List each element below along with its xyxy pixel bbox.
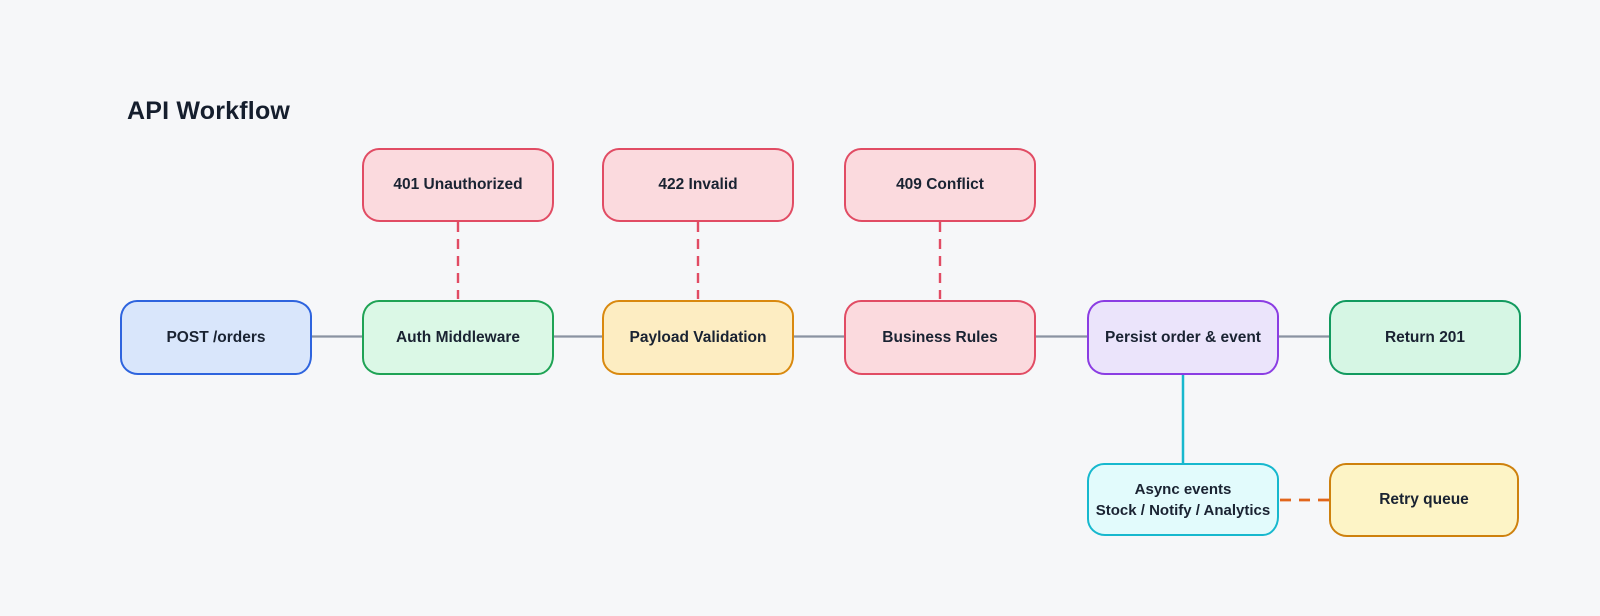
node-label: Return 201 (1384, 328, 1466, 346)
node-error-401-unauthorized[interactable]: 401 Unauthorized (362, 148, 554, 222)
node-retry-queue[interactable]: Retry queue (1329, 463, 1519, 537)
node-label: POST /orders (166, 328, 266, 346)
node-label: 422 Invalid (658, 176, 738, 194)
node-return-201[interactable]: Return 201 (1329, 300, 1521, 375)
node-error-422-invalid[interactable]: 422 Invalid (602, 148, 794, 222)
node-business-rules[interactable]: Business Rules (844, 300, 1036, 375)
node-post-orders[interactable]: POST /orders (120, 300, 312, 375)
node-label: 409 Conflict (896, 176, 984, 194)
node-label: Business Rules (882, 328, 998, 346)
node-label: Persist order & event (1105, 328, 1261, 346)
node-payload-validation[interactable]: Payload Validation (602, 300, 794, 375)
node-label: Payload Validation (629, 328, 767, 346)
node-label: 401 Unauthorized (393, 176, 523, 194)
node-async-events[interactable]: Async events Stock / Notify / Analytics (1087, 463, 1279, 536)
diagram-title: API Workflow (127, 97, 291, 125)
node-label: Auth Middleware (395, 328, 520, 346)
node-auth-middleware[interactable]: Auth Middleware (362, 300, 554, 375)
node-label-line2: Stock / Notify / Analytics (1095, 501, 1271, 519)
node-persist-order-event[interactable]: Persist order & event (1087, 300, 1279, 375)
node-label: Retry queue (1379, 491, 1469, 509)
node-label-line1: Async events (1134, 480, 1232, 498)
node-error-409-conflict[interactable]: 409 Conflict (844, 148, 1036, 222)
